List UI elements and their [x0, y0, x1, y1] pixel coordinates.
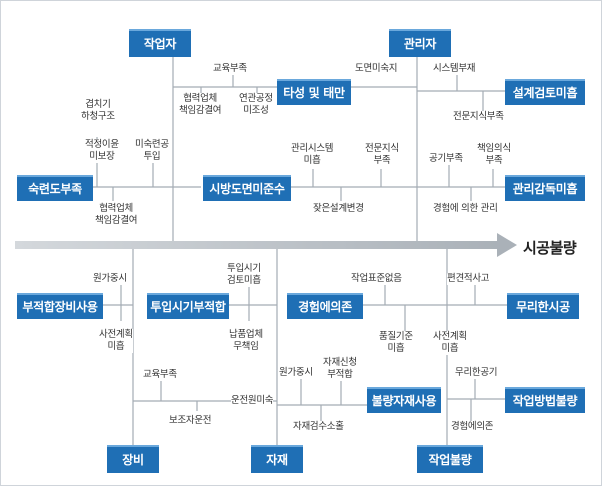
label-mgmt-system: 관리시스템 미흡 [291, 143, 334, 167]
label-material-inspection: 자재검수소홀 [293, 421, 344, 433]
label-cost-eq: 원가중시 [93, 273, 127, 285]
cause-equipment: 장비 [107, 445, 159, 473]
spine-arrowhead [497, 233, 517, 257]
label-wage: 적정이윤 미보장 [85, 139, 119, 163]
cause-worker: 작업자 [129, 29, 191, 57]
sub-method-defect: 작업방법불량 [505, 387, 585, 413]
sub-unreasonable: 무리한시공 [507, 293, 579, 319]
sub-experience: 경험에의존 [287, 293, 363, 319]
sub-unsuitable-equipment: 부적합장비사용 [17, 293, 103, 319]
label-operator: 운전원미숙 [231, 395, 274, 407]
label-standard: 작업표준없음 [351, 273, 402, 285]
label-system: 시스템부재 [433, 63, 476, 75]
label-assistant: 보조자운전 [169, 415, 212, 427]
result-label: 시공불량 [523, 239, 577, 257]
sub-construction-noncompliance: 시방도면미준수 [203, 175, 291, 201]
cause-work-defect: 작업불량 [417, 445, 483, 473]
label-edu-lack-2: 교육부족 [143, 369, 177, 381]
label-expert-knowledge: 전문지식부족 [453, 111, 504, 123]
label-experience-mgmt: 경험에 의한 관리 [433, 203, 498, 215]
label-input-review: 투입시기 검토미흡 [227, 263, 261, 287]
label-design-change: 잦은설계변경 [313, 203, 364, 215]
label-partner-2: 협력업체 책임감결여 [95, 203, 138, 227]
sub-supervision: 관리감독미흡 [505, 175, 585, 201]
cause-material: 자재 [251, 445, 303, 473]
label-plan-eq: 사전계획 미흡 [99, 329, 133, 353]
label-cost: 원가중시 [279, 367, 313, 379]
label-unreasonable-period: 무리한공기 [455, 367, 498, 379]
spine-line [15, 241, 499, 249]
sub-input-time: 투입시기부적합 [147, 293, 229, 319]
label-convenience: 편견적사고 [447, 273, 490, 285]
label-edu-lack: 교육부족 [213, 63, 247, 75]
sub-unskilled: 숙련도부족 [17, 175, 93, 201]
sub-defective-material: 불량자재사용 [367, 387, 441, 413]
label-quality: 품질기준 미흡 [379, 331, 413, 355]
label-field: 미숙련공 투입 [135, 139, 169, 163]
label-subcontract: 겹치기 하청구조 [81, 99, 115, 123]
label-partner: 협력업체 책임감결여 [179, 93, 222, 117]
sub-design-review: 설계검토미흡 [505, 79, 585, 105]
label-experience-dep: 경험에의존 [451, 421, 494, 433]
label-linked: 연관공정 미조성 [239, 93, 273, 117]
label-responsibility: 책임의식 부족 [477, 143, 511, 167]
sub-carelessness: 타성 및 태만 [277, 79, 351, 105]
label-material-request: 자재신청 부적합 [323, 357, 357, 381]
label-drawing: 도면미숙지 [355, 63, 398, 75]
cause-manager: 관리자 [389, 29, 451, 57]
label-supplier: 납품업체 무책임 [229, 329, 263, 353]
label-period: 공기부족 [429, 153, 463, 165]
label-expert-lack: 전문지식 부족 [365, 143, 399, 167]
label-plan: 사전계획 미흡 [433, 331, 467, 355]
